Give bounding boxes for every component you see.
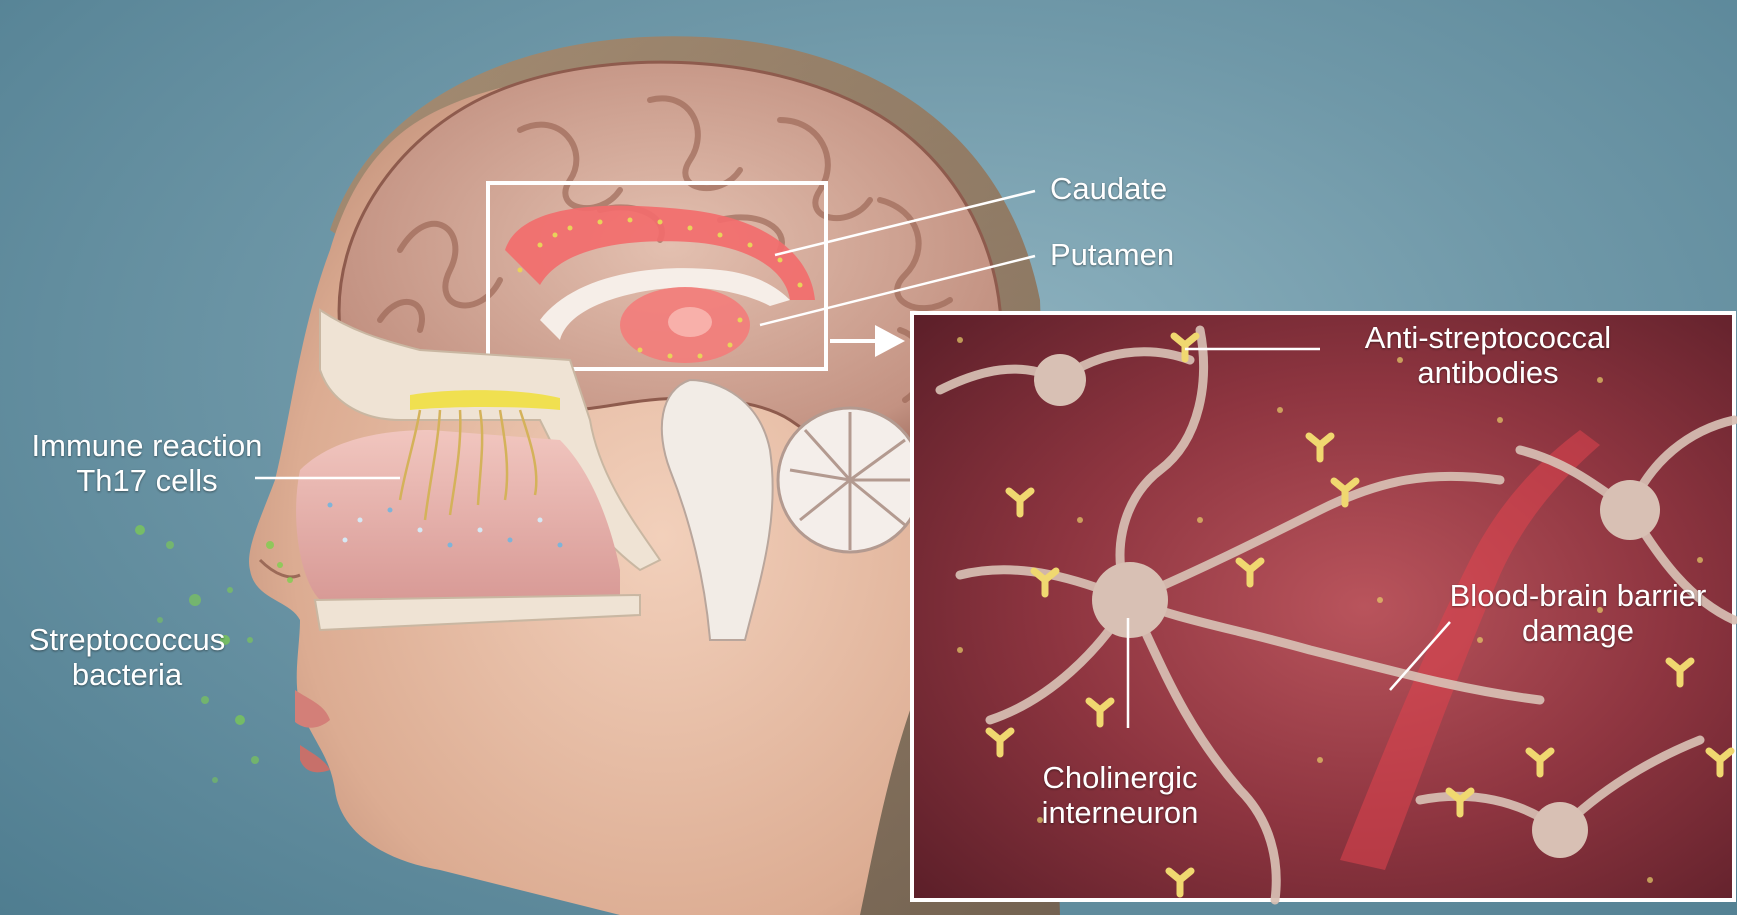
- antibodies-label: Anti-streptococcal antibodies: [1338, 320, 1638, 390]
- streptococcus-label: Streptococcus bacteria: [12, 622, 242, 692]
- putamen-label: Putamen: [1050, 237, 1174, 272]
- caudate-label: Caudate: [1050, 171, 1167, 206]
- bbb-damage-label: Blood-brain barrier damage: [1428, 578, 1728, 648]
- cerebellum: [778, 408, 922, 552]
- immune-reaction-label: Immune reaction Th17 cells: [12, 428, 282, 498]
- interneuron-label: Cholinergic interneuron: [1020, 760, 1220, 830]
